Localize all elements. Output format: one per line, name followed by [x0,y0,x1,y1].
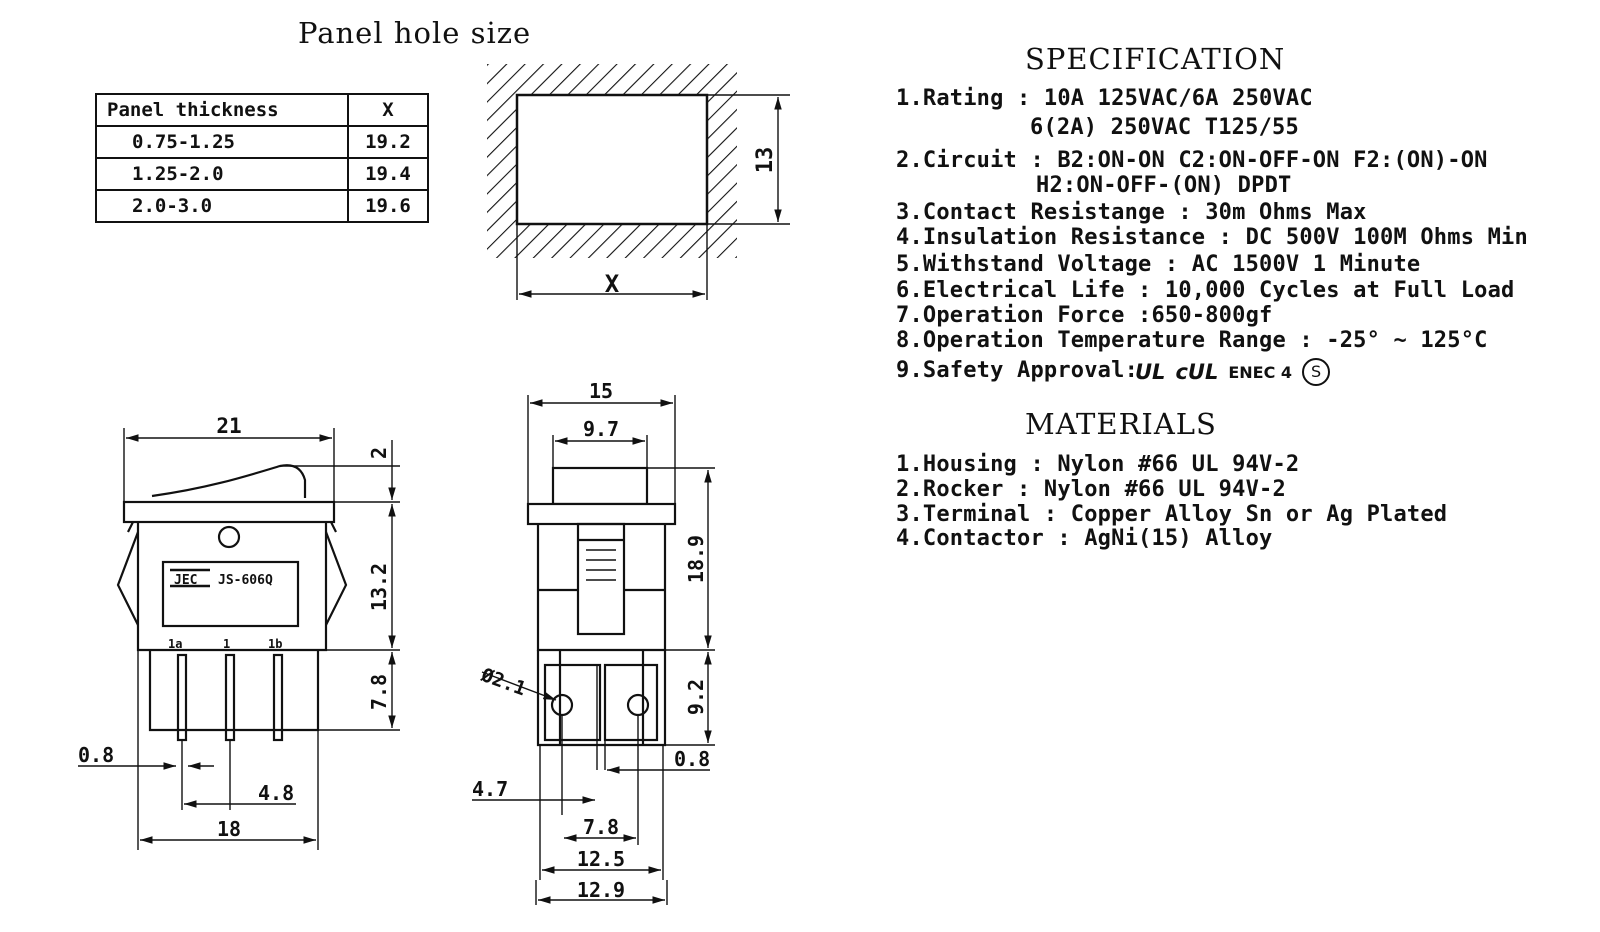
spec-line: 1.Rating : 10A 125VAC/6A 250VAC [896,86,1313,111]
table-header-row: Panel thickness X [95,93,429,127]
dim-terminal-height: 9.2 [684,679,708,715]
dim-terminal-thickness: 0.8 [674,747,710,771]
spec-line: 9.Safety Approval: [896,358,1139,383]
dim-hole-height: 13 [753,147,778,174]
terminal-label: 1b [268,637,282,651]
spec-line: 6(2A) 250VAC T125/55 [1030,115,1299,140]
dim-width-b: 12.9 [577,878,625,902]
cul-mark-icon: cUL [1175,360,1219,384]
spec-line: H2:ON-OFF-(ON) DPDT [1036,173,1292,198]
dim-pin-length: 7.8 [367,674,391,710]
dim-body-height: 13.2 [367,563,391,611]
material-line: 1.Housing : Nylon #66 UL 94V-2 [896,452,1300,477]
dim-base-width: 18 [217,817,241,841]
s-mark-icon: S [1302,358,1331,386]
panel-hole-drawing [487,64,790,300]
material-line: 2.Rocker : Nylon #66 UL 94V-2 [896,477,1286,502]
dim-pin-pitch: 4.8 [258,781,294,805]
table-cell: 1.25-2.0 [95,157,349,191]
table-cell: 19.2 [347,125,429,159]
table-cell: 19.4 [347,157,429,191]
dim-top-width: 15 [589,379,613,403]
safety-approval-marks: UL cUL ENEC 4 S [1135,358,1331,386]
spec-line: 2.Circuit : B2:ON-ON C2:ON-OFF-ON F2:(ON… [896,148,1488,173]
table-row: 1.25-2.0 19.4 [95,157,429,191]
table-row: 2.0-3.0 19.6 [95,189,429,223]
dim-hole-diameter: Ø2.1 [477,664,528,701]
dim-pin-width: 0.8 [78,743,114,767]
panel-thickness-table: Panel thickness X 0.75-1.25 19.2 1.25-2.… [95,93,429,223]
table-header: X [347,93,429,127]
front-view-drawing [78,428,400,850]
dim-rocker-width: 9.7 [583,417,619,441]
spec-line: 5.Withstand Voltage : AC 1500V 1 Minute [896,252,1421,277]
spec-line: 7.Operation Force :650-800gf [896,303,1273,328]
dim-width-top: 21 [216,414,241,438]
table-cell: 19.6 [347,189,429,223]
terminal-label: 1 [223,637,230,651]
materials-title: MATERIALS [1025,407,1217,441]
material-line: 4.Contactor : AgNi(15) Alloy [896,526,1273,551]
enec-mark-icon: ENEC 4 [1228,362,1293,382]
dim-side-body-height: 18.9 [684,535,708,583]
dim-width-a: 12.5 [577,847,625,871]
spec-line: 3.Contact Resistange : 30m Ohms Max [896,200,1367,225]
panel-hole-size-title: Panel hole size [298,16,532,50]
table-cell: 2.0-3.0 [95,189,349,223]
dim-hole-width: X [605,270,620,298]
dim-rocker-height: 2 [367,447,391,459]
spec-line: 6.Electrical Life : 10,000 Cycles at Ful… [896,278,1515,303]
side-view-drawing [472,395,715,905]
table-header: Panel thickness [95,93,349,127]
material-line: 3.Terminal : Copper Alloy Sn or Ag Plate… [896,502,1448,527]
model-label: JS-606Q [218,573,273,588]
table-cell: 0.75-1.25 [95,125,349,159]
dim-pitch: 7.8 [583,815,619,839]
terminal-label: 1a [168,637,182,651]
brand-label: JEC [174,573,197,588]
jec-logo [170,568,210,588]
spec-line: 4.Insulation Resistance : DC 500V 100M O… [896,225,1528,250]
dim-offset: 4.7 [472,777,508,801]
ul-mark-icon: UL [1135,360,1166,384]
specification-title: SPECIFICATION [1025,42,1286,76]
spec-line: 8.Operation Temperature Range : -25° ~ 1… [896,328,1488,353]
table-row: 0.75-1.25 19.2 [95,125,429,159]
